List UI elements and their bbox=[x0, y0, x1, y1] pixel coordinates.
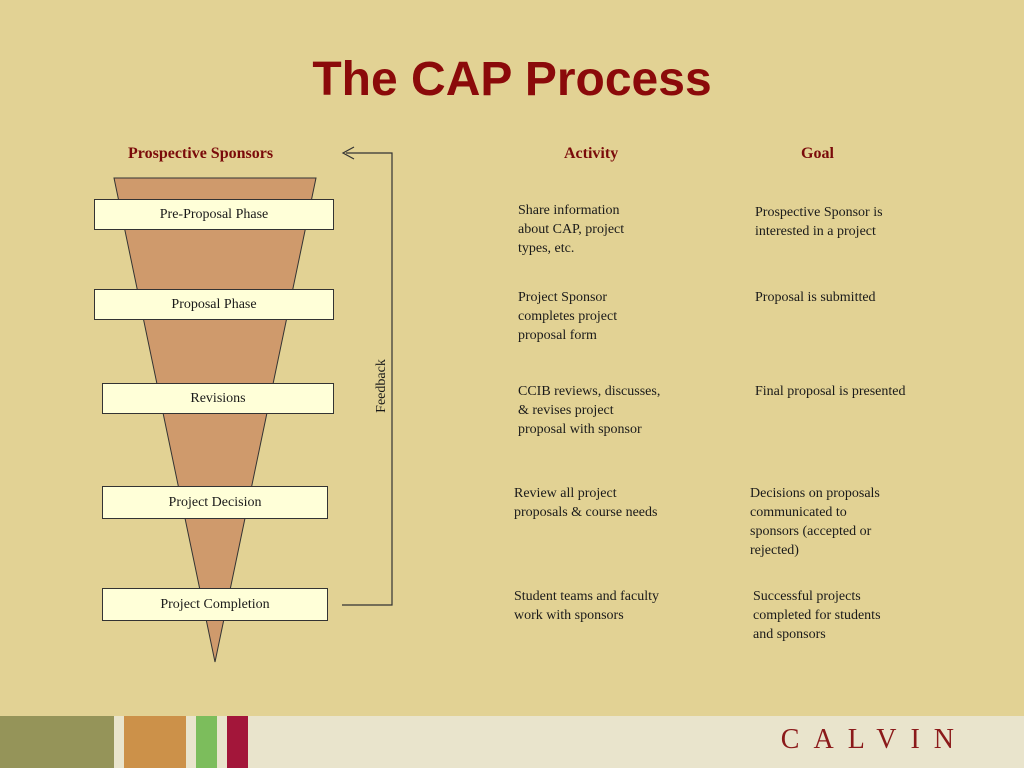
slide-title: The CAP Process bbox=[312, 53, 712, 106]
activity-revisions: CCIB reviews, discusses, & revises proje… bbox=[518, 384, 661, 437]
goal-project-completion: Successful projects completed for studen… bbox=[753, 589, 881, 642]
activity-proposal: Project Sponsor completes project propos… bbox=[518, 290, 618, 343]
activity-pre-proposal: Share information about CAP, project typ… bbox=[518, 203, 625, 256]
phase-pre-proposal: Pre-Proposal Phase bbox=[94, 199, 334, 230]
goal-proposal: Proposal is submitted bbox=[755, 290, 876, 305]
activity-project-completion: Student teams and faculty work with spon… bbox=[514, 589, 660, 623]
activity-header: Activity bbox=[564, 145, 619, 162]
phase-project-completion: Project Completion bbox=[102, 588, 328, 621]
goal-header: Goal bbox=[801, 145, 834, 162]
feedback-label: Feedback bbox=[374, 359, 389, 413]
activity-project-decision: Review all project proposals & course ne… bbox=[514, 486, 658, 520]
phase-revisions: Revisions bbox=[102, 383, 334, 414]
goal-revisions: Final proposal is presented bbox=[755, 384, 906, 399]
phase-project-decision: Project Decision bbox=[102, 486, 328, 519]
goal-project-decision: Decisions on proposals communicated to s… bbox=[750, 486, 880, 558]
footer-bar-green bbox=[196, 716, 217, 768]
feedback-arrow-head bbox=[341, 146, 355, 160]
footer-bar-orange bbox=[124, 716, 186, 768]
goal-pre-proposal: Prospective Sponsor is interested in a p… bbox=[755, 205, 883, 239]
footer-bar-olive bbox=[0, 716, 114, 768]
footer-band bbox=[0, 716, 1024, 768]
phase-proposal: Proposal Phase bbox=[94, 289, 334, 320]
sponsors-header: Prospective Sponsors bbox=[128, 145, 274, 162]
feedback-arrow-line bbox=[342, 152, 393, 606]
calvin-logo: CALVIN bbox=[780, 724, 968, 755]
footer-bar-maroon bbox=[227, 716, 248, 768]
